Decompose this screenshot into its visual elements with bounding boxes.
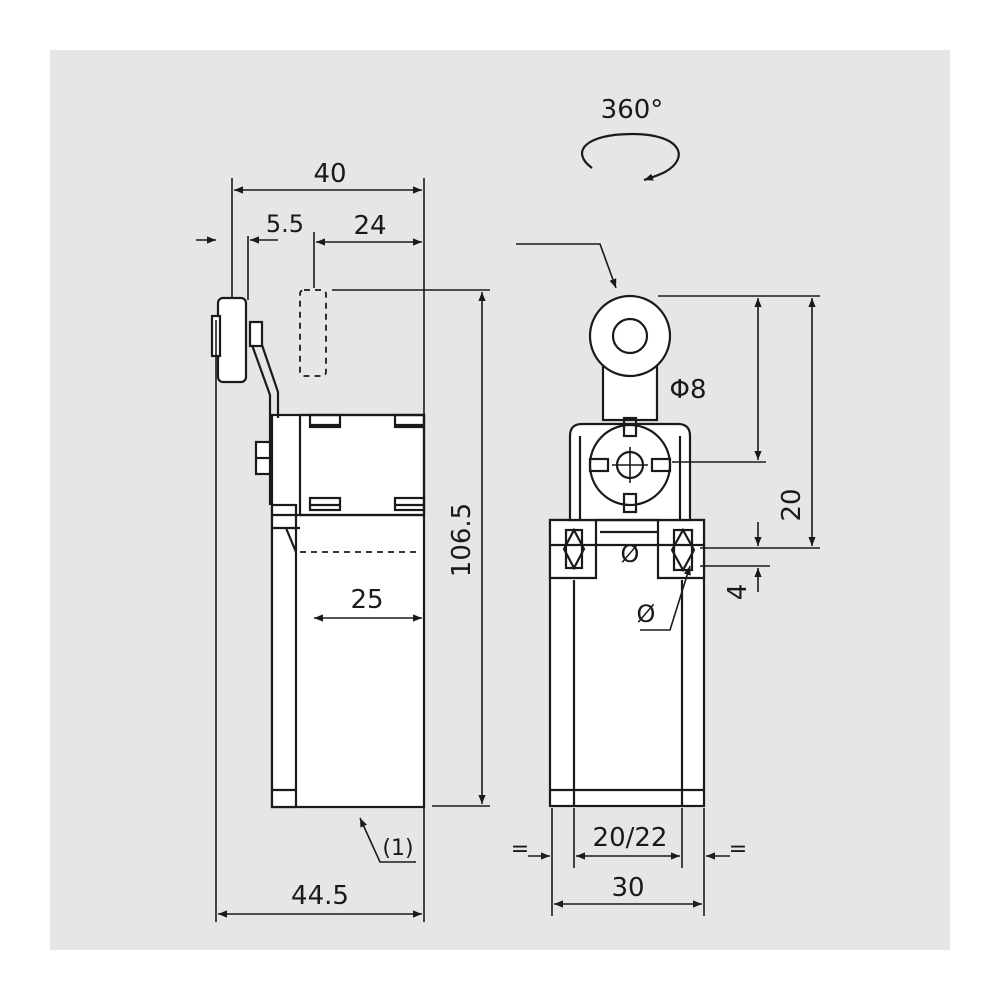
note-1-leader: [359, 817, 416, 863]
note-1-label: (1): [382, 836, 413, 861]
roller-front: [588, 294, 672, 378]
equal-mark-right: =: [729, 837, 747, 862]
dim-106-5-label: 106.5: [447, 503, 477, 577]
diameter-symbol-b: Ø: [637, 600, 656, 628]
rotation-label: 360°: [601, 95, 664, 125]
dim-20-label: 20: [777, 488, 807, 521]
front-view: 360° Ø Ø: [511, 95, 820, 916]
rotation-arrow: [580, 132, 680, 182]
dim-30-label: 30: [611, 873, 644, 903]
roller-bore: [611, 317, 649, 355]
roller-side: [216, 296, 248, 384]
diameter-symbol-a: Ø: [621, 540, 640, 568]
side-view: 40 5.5 24 106.5 25 (1) 44.5: [196, 159, 490, 922]
dim-40-label: 40: [313, 159, 346, 189]
dim-24-label: 24: [353, 211, 386, 241]
dim-5-5-label: 5.5: [266, 210, 304, 238]
roller-leader: [516, 243, 617, 289]
dim-20-22-label: 20/22: [593, 823, 668, 853]
dim-44-5-label: 44.5: [291, 881, 349, 911]
switch-body: [270, 413, 426, 809]
body-side-strip: [270, 503, 298, 809]
dim-25-label: 25: [350, 585, 383, 615]
dim-4-label: 4: [723, 584, 753, 601]
dim-phi8-label: Φ8: [669, 375, 706, 405]
equal-mark-left: =: [511, 837, 529, 862]
drawing-panel: [50, 50, 950, 950]
